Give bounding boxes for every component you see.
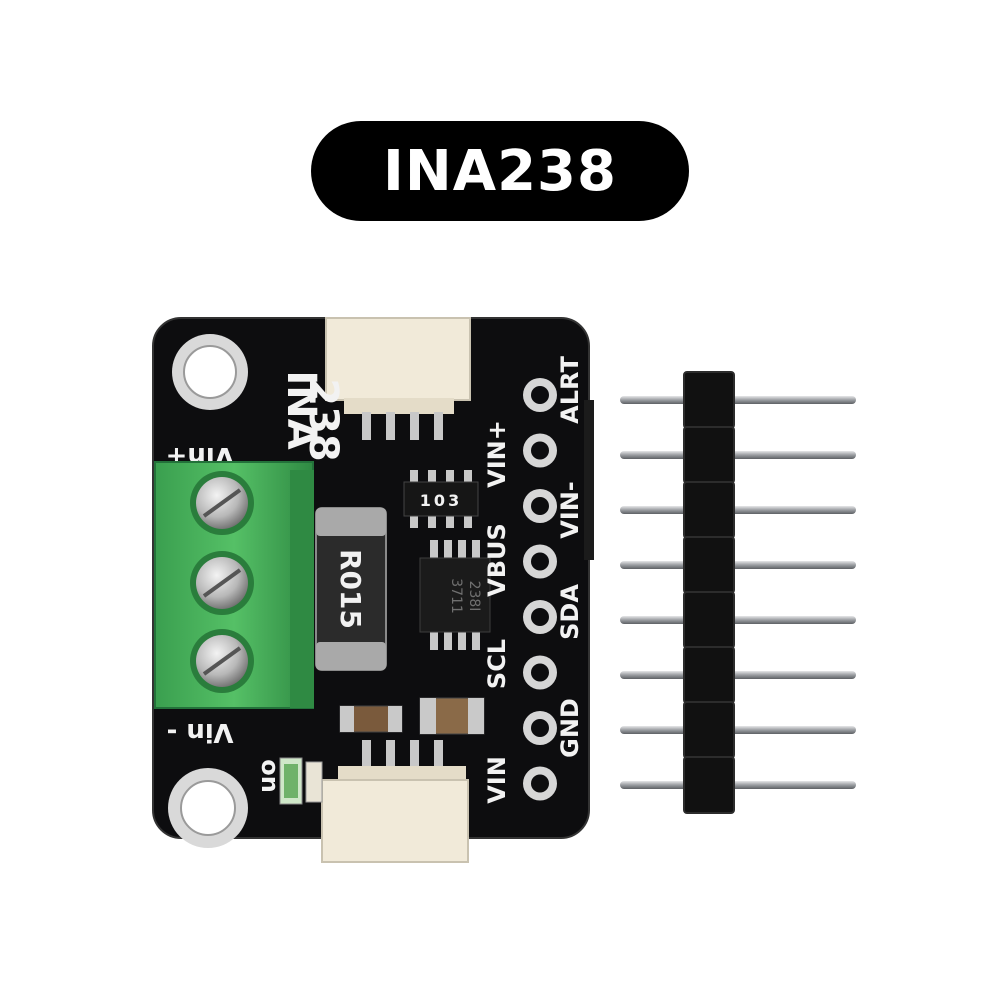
header-pin <box>620 506 856 514</box>
pin-pad <box>523 766 557 801</box>
header-pin <box>620 616 856 624</box>
capacitor-2 <box>419 697 485 735</box>
pin-label-scl: SCL <box>483 639 511 689</box>
pin-pad <box>523 655 557 690</box>
header-housing-segment <box>683 536 735 594</box>
pin-label-vin: VIN <box>483 756 511 804</box>
header-housing-segment <box>683 591 735 649</box>
header-housing-segment <box>683 481 735 539</box>
shunt-marking: R015 <box>334 549 367 629</box>
pin-pad <box>523 378 557 412</box>
chip-label-line2: 238 <box>300 378 346 462</box>
connector-bottom <box>321 740 469 863</box>
screw-terminal <box>154 461 314 709</box>
header-pin <box>620 396 856 404</box>
header-pin <box>620 781 856 789</box>
connector-top <box>325 317 471 440</box>
header-pin <box>620 561 856 569</box>
capacitor-1 <box>339 705 403 733</box>
pin-label-vin: VIN+ <box>483 420 511 488</box>
pin-pad <box>523 433 557 468</box>
screw-3 <box>190 629 254 693</box>
pin-label-vin: VIN- <box>556 481 584 539</box>
pin-pad <box>523 600 557 634</box>
title-text: INA238 <box>383 138 617 204</box>
pin-header <box>620 371 856 814</box>
title-badge: INA238 <box>311 121 689 221</box>
header-pin <box>620 726 856 734</box>
header-housing-segment <box>683 426 735 484</box>
resistor-array: 103 <box>403 470 479 528</box>
pin-label-alrt: ALRT <box>556 356 584 424</box>
header-housing-segment <box>683 701 735 759</box>
mount-hole-top <box>172 334 248 410</box>
led-label: on <box>256 759 284 793</box>
pin-label-sda: SDA <box>556 584 584 640</box>
ic-marking-line1: 3711 <box>448 578 464 614</box>
header-housing-segment <box>683 756 735 814</box>
mount-hole-bottom <box>168 768 248 848</box>
screw-1 <box>190 471 254 535</box>
terminal-neg-label: Vin - <box>167 717 234 747</box>
pin-pad <box>523 489 557 523</box>
header-pin <box>620 671 856 679</box>
pin-pad <box>523 544 557 579</box>
screw-2 <box>190 551 254 615</box>
pin-label-vbus: VBUS <box>483 523 511 597</box>
shunt-resistor: R015 <box>315 507 387 671</box>
pin-pad <box>523 711 557 745</box>
ic-chip: 3711 238I <box>419 540 491 650</box>
header-pin <box>620 451 856 459</box>
pin-label-gnd: GND <box>556 698 584 758</box>
power-led <box>279 757 323 805</box>
header-housing-segment <box>683 371 735 429</box>
header-housing-segment <box>683 646 735 704</box>
resistor-marking: 103 <box>420 491 462 510</box>
chip-label-line1: INA <box>278 370 324 449</box>
ic-marking-line2: 238I <box>466 581 482 612</box>
